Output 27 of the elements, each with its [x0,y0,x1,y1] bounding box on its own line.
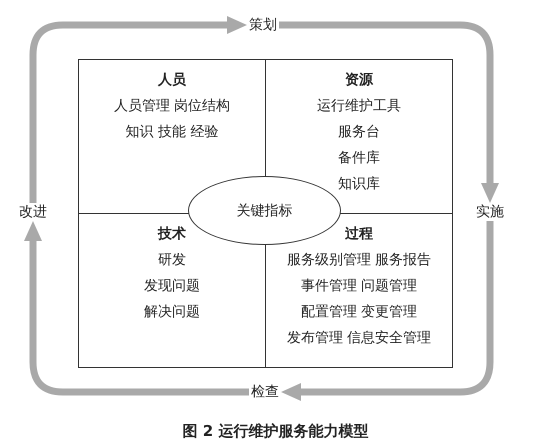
quadrant-item: 人员管理 岗位结构 [114,97,230,116]
quadrant-item: 发现问题 [144,277,200,296]
quadrant-item: 知识 技能 经验 [126,123,218,142]
quadrant-heading: 过程 [345,225,373,244]
quadrant-item: 事件管理 问题管理 [300,277,418,296]
quadrant-item: 服务级别管理 服务报告 [286,251,432,270]
figure-caption: 图 2 运行维护服务能力模型 [182,422,368,440]
cycle-arrow [281,221,494,401]
quadrant-item: 运行维护工具 [317,97,401,116]
cycle-arrow [279,22,499,203]
quadrant-item: 服务台 [338,123,380,142]
cycle-arrow [24,221,249,396]
stage-label: 实施 [474,203,506,221]
quadrant-heading: 技术 [158,225,186,244]
quadrant-item: 研发 [158,251,186,270]
quadrant-heading: 人员 [158,71,186,90]
cycle-arrow [30,16,247,203]
quadrant-heading: 资源 [345,71,373,90]
stage-label: 检查 [249,383,281,401]
stage-label: 改进 [17,203,49,221]
quadrant-item: 发布管理 信息安全管理 [286,329,432,348]
quadrant-item: 配置管理 变更管理 [300,303,418,322]
stage-label: 策划 [247,16,279,34]
quadrant-item: 知识库 [338,175,380,194]
quadrant-item: 解决问题 [144,303,200,322]
quadrant-item: 备件库 [338,149,380,168]
ellipse-label: 关键指标 [236,202,292,220]
